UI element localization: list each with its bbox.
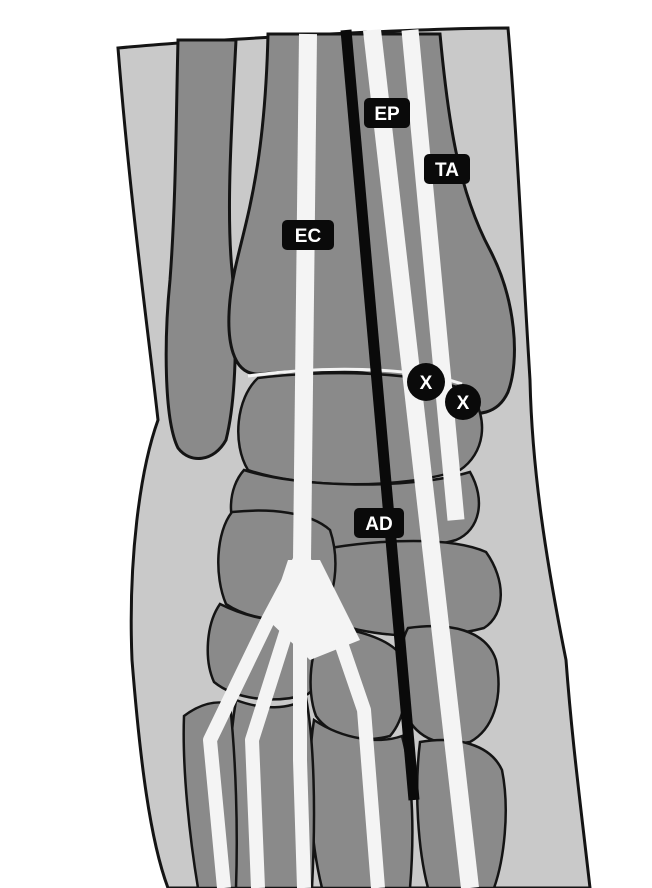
marker-x-2: X <box>445 384 481 420</box>
marker-x-2-text: X <box>457 393 470 414</box>
marker-x-1: X <box>407 363 445 401</box>
label-ad: AD <box>354 508 404 538</box>
label-ep: EP <box>364 98 410 128</box>
label-ta-text: TA <box>435 160 459 181</box>
marker-x-1-text: X <box>420 373 433 394</box>
label-ec: EC <box>282 220 334 250</box>
label-ec-text: EC <box>295 226 322 247</box>
fibula-bone <box>166 40 236 458</box>
label-ep-text: EP <box>374 104 400 125</box>
label-ta: TA <box>424 154 470 184</box>
extensor-communis-tendon <box>302 34 308 560</box>
label-ad-text: AD <box>365 514 392 535</box>
